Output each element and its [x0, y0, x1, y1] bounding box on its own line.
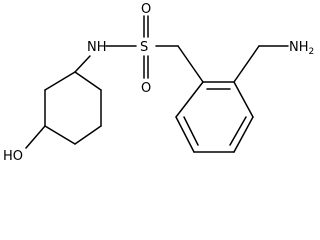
structural-formula-diagram: NH S O O HO NH2 — [3, 2, 314, 164]
hydroxyl-label: HO — [3, 149, 23, 164]
bond — [44, 125, 76, 145]
oxygen-top-label: O — [141, 2, 151, 17]
sulfur-label: S — [140, 40, 148, 55]
amine-label: NH2 — [289, 40, 314, 57]
bond — [74, 71, 102, 91]
cyclohexane-ring — [44, 71, 102, 145]
ring-nh-bond — [74, 55, 91, 73]
amine-nh-text: NH — [289, 40, 309, 55]
bond — [233, 116, 254, 153]
oxygen-bottom-label: O — [141, 81, 151, 96]
aromatic-inner-bond — [183, 116, 199, 146]
amine-subscript: 2 — [309, 47, 315, 57]
bond — [233, 81, 254, 118]
bond — [175, 116, 195, 153]
nh-label: NH — [87, 40, 107, 55]
benzene-ch2-bond — [233, 45, 260, 83]
sulfonyl-double-bonds — [143, 15, 149, 79]
bond — [44, 71, 76, 91]
ch2-benzene-bond — [177, 45, 204, 83]
benzene-ring — [175, 81, 254, 153]
aromatic-inner-bond — [229, 116, 247, 146]
bond — [74, 125, 102, 145]
bond — [175, 81, 204, 118]
hydroxyl-bond — [25, 125, 46, 149]
